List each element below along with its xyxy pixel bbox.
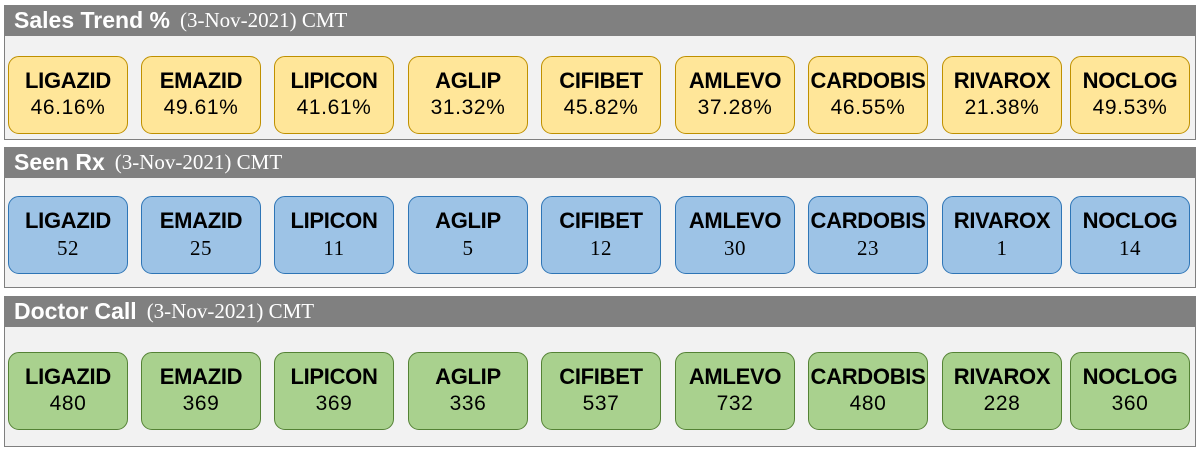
product-name: CARDOBIS <box>810 208 926 233</box>
product-value: 25 <box>190 236 212 260</box>
product-value: 369 <box>182 392 220 415</box>
product-value: 732 <box>716 392 754 415</box>
product-value: 52 <box>57 236 79 260</box>
product-value: 46.55% <box>830 96 906 119</box>
seen-rx-card-aglip: AGLIP 5 <box>408 196 528 274</box>
product-value: 31.32% <box>430 96 506 119</box>
sales-trend-card-cifibet: CIFIBET 45.82% <box>541 56 661 134</box>
product-name: LIPICON <box>290 208 378 233</box>
product-value: 480 <box>49 392 87 415</box>
seen-rx-card-rivarox: RIVAROX 1 <box>942 196 1062 274</box>
product-value: 12 <box>590 236 612 260</box>
product-name: AGLIP <box>435 68 501 93</box>
product-name: AMLEVO <box>688 68 782 93</box>
product-name: NOCLOG <box>1082 68 1178 93</box>
sales-trend-card-noclog: NOCLOG 49.53% <box>1070 56 1190 134</box>
sales-trend-card-rivarox: RIVAROX 21.38% <box>942 56 1062 134</box>
product-value: 336 <box>449 392 487 415</box>
doctor-call-card-lipicon: LIPICON 369 <box>274 352 394 430</box>
doctor-call-date: (3-Nov-2021) CMT <box>146 299 315 323</box>
product-name: CIFIBET <box>559 68 643 93</box>
sales-trend-card-amlevo: AMLEVO 37.28% <box>675 56 795 134</box>
doctor-call-card-amlevo: AMLEVO 732 <box>675 352 795 430</box>
product-value: 360 <box>1111 392 1149 415</box>
product-name: LIPICON <box>290 68 378 93</box>
seen-rx-card-emazid: EMAZID 25 <box>141 196 261 274</box>
product-value: 30 <box>724 236 746 260</box>
product-value: 49.61% <box>163 96 239 119</box>
doctor-call-title: Doctor Call <box>14 298 137 324</box>
product-value: 21.38% <box>964 96 1040 119</box>
product-name: NOCLOG <box>1082 208 1178 233</box>
product-value: 5 <box>462 236 474 260</box>
product-value: 37.28% <box>697 96 773 119</box>
sales-trend-date: (3-Nov-2021) CMT <box>179 8 348 32</box>
product-name: AMLEVO <box>688 208 782 233</box>
product-name: LIGAZID <box>25 208 111 233</box>
product-value: 1 <box>996 236 1008 260</box>
product-name: EMAZID <box>159 208 243 233</box>
product-value: 14 <box>1119 236 1141 260</box>
product-value: 537 <box>582 392 620 415</box>
seen-rx-title: Seen Rx <box>14 149 105 175</box>
doctor-call-card-cifibet: CIFIBET 537 <box>541 352 661 430</box>
seen-rx-card-lipicon: LIPICON 11 <box>274 196 394 274</box>
sales-trend-card-emazid: EMAZID 49.61% <box>141 56 261 134</box>
product-name: RIVAROX <box>953 208 1051 233</box>
doctor-call-header: Doctor Call (3-Nov-2021) CMT <box>4 296 1196 327</box>
sales-trend-title: Sales Trend % <box>14 7 170 33</box>
doctor-call-card-aglip: AGLIP 336 <box>408 352 528 430</box>
product-value: 41.61% <box>296 96 372 119</box>
seen-rx-card-amlevo: AMLEVO 30 <box>675 196 795 274</box>
product-name: CIFIBET <box>559 364 643 389</box>
product-value: 11 <box>323 236 345 260</box>
product-name: AGLIP <box>435 364 501 389</box>
product-value: 45.82% <box>563 96 639 119</box>
product-name: AGLIP <box>435 208 501 233</box>
seen-rx-card-cardobis: CARDOBIS 23 <box>808 196 928 274</box>
doctor-call-card-rivarox: RIVAROX 228 <box>942 352 1062 430</box>
sales-trend-card-ligazid: LIGAZID 46.16% <box>8 56 128 134</box>
seen-rx-card-ligazid: LIGAZID 52 <box>8 196 128 274</box>
seen-rx-card-noclog: NOCLOG 14 <box>1070 196 1190 274</box>
sales-trend-card-aglip: AGLIP 31.32% <box>408 56 528 134</box>
product-value: 480 <box>849 392 887 415</box>
doctor-call-card-noclog: NOCLOG 360 <box>1070 352 1190 430</box>
product-value: 369 <box>315 392 353 415</box>
product-name: EMAZID <box>159 68 243 93</box>
product-name: CIFIBET <box>559 208 643 233</box>
product-name: RIVAROX <box>953 68 1051 93</box>
doctor-call-card-cardobis: CARDOBIS 480 <box>808 352 928 430</box>
seen-rx-header: Seen Rx (3-Nov-2021) CMT <box>4 147 1196 178</box>
sales-trend-card-cardobis: CARDOBIS 46.55% <box>808 56 928 134</box>
product-name: LIGAZID <box>25 68 111 93</box>
product-value: 228 <box>983 392 1021 415</box>
product-name: LIGAZID <box>25 364 111 389</box>
doctor-call-card-emazid: EMAZID 369 <box>141 352 261 430</box>
product-name: LIPICON <box>290 364 378 389</box>
product-name: NOCLOG <box>1082 364 1178 389</box>
sales-trend-card-lipicon: LIPICON 41.61% <box>274 56 394 134</box>
product-value: 46.16% <box>30 96 106 119</box>
seen-rx-card-cifibet: CIFIBET 12 <box>541 196 661 274</box>
product-value: 49.53% <box>1092 96 1168 119</box>
product-value: 23 <box>857 236 879 260</box>
product-name: RIVAROX <box>953 364 1051 389</box>
seen-rx-date: (3-Nov-2021) CMT <box>114 150 283 174</box>
doctor-call-card-ligazid: LIGAZID 480 <box>8 352 128 430</box>
product-name: EMAZID <box>159 364 243 389</box>
product-name: CARDOBIS <box>810 364 926 389</box>
product-name: CARDOBIS <box>810 68 926 93</box>
product-name: AMLEVO <box>688 364 782 389</box>
sales-trend-header: Sales Trend % (3-Nov-2021) CMT <box>4 5 1196 36</box>
